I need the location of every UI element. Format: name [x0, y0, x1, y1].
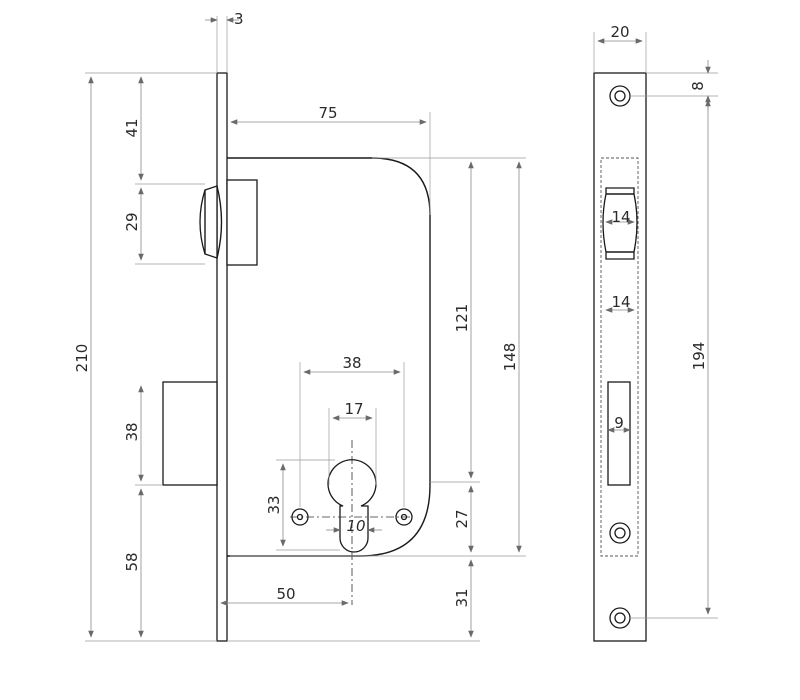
- dim-total-height: 210: [73, 344, 91, 373]
- dim-bolt-slot-width: 9: [614, 414, 624, 432]
- plate-screw-middle: [609, 522, 631, 544]
- dim-backset-case: 75: [318, 104, 337, 122]
- dim-bottom-offset: 58: [123, 552, 141, 571]
- dim-latch-gap: 14: [611, 293, 630, 311]
- bolt-slot: [607, 381, 631, 486]
- deadbolt: [162, 381, 218, 486]
- dim-hole-spacing: 194: [690, 342, 708, 371]
- faceplate-front: [593, 72, 647, 642]
- dim-backset: 50: [276, 585, 295, 603]
- dim-cylinder-to-bottom: 27: [453, 509, 471, 528]
- lock-side-view: 3 210 41 29 38 58 75 121 148 27: [73, 10, 526, 642]
- dim-cylinder-width: 17: [344, 400, 363, 418]
- faceplate-front-view: 20 8 194 14 14 9: [593, 23, 718, 642]
- dim-faceplate-thickness: 3: [234, 10, 244, 28]
- dim-case-height: 148: [501, 343, 519, 372]
- lock-case: [227, 157, 431, 557]
- plate-screw-bottom: [609, 607, 631, 629]
- dim-spindle-to-cylinder: 121: [453, 304, 471, 333]
- dim-latch-height: 29: [123, 212, 141, 231]
- faceplate: [216, 72, 228, 642]
- dim-screw-spacing: 38: [342, 354, 361, 372]
- dim-bolt-height: 38: [123, 422, 141, 441]
- plate-screw-top: [609, 85, 631, 107]
- dim-plate-width: 20: [610, 23, 629, 41]
- dim-screw-offset: 33: [265, 495, 283, 514]
- latch-bolt: [199, 179, 258, 266]
- dim-top-to-latch: 41: [123, 118, 141, 137]
- dim-case-bottom-to-plate: 31: [453, 588, 471, 607]
- dim-latch-slot-width: 14: [611, 208, 630, 226]
- dim-cylinder-slot: 10: [346, 517, 365, 535]
- dim-plate-hole-offset: 8: [689, 81, 707, 91]
- case-outline-hidden: [600, 157, 639, 557]
